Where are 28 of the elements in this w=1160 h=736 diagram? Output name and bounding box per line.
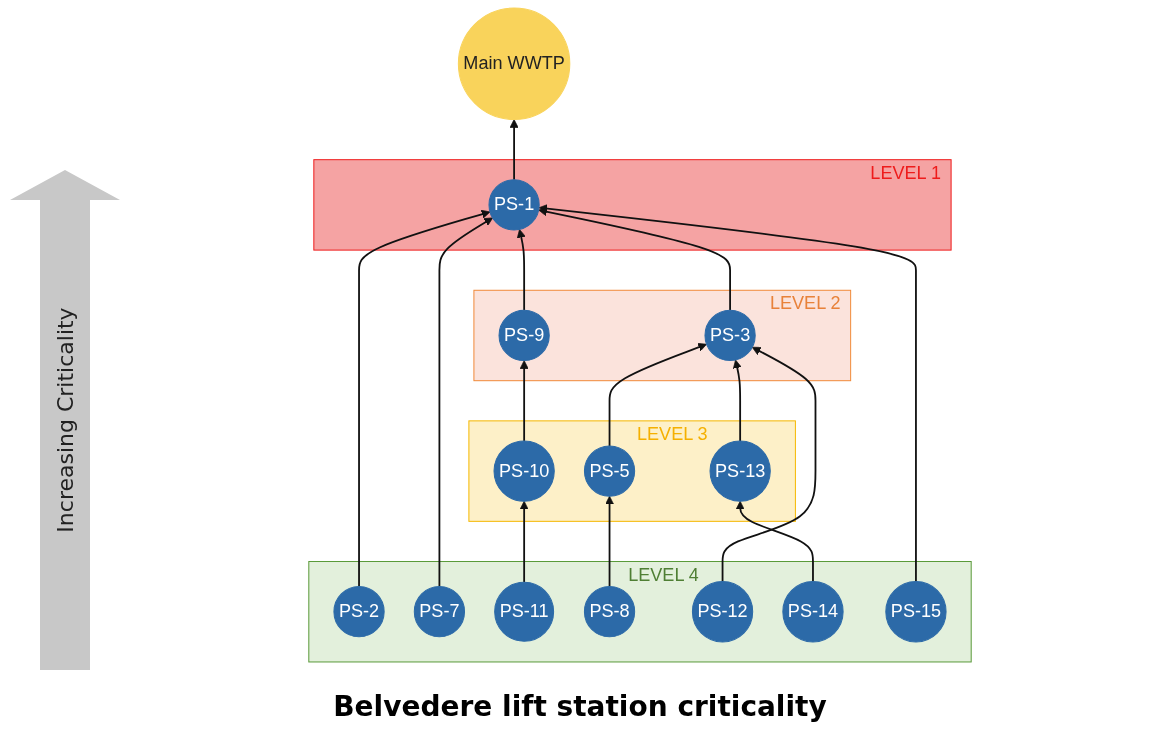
- node-circle: Main WWTP: [457, 7, 571, 120]
- arrow: [735, 500, 814, 583]
- arrow: [732, 359, 742, 442]
- arrow: [538, 207, 731, 312]
- arrow: [438, 217, 493, 588]
- node-circle: PS-14: [782, 581, 844, 643]
- arrow: [509, 119, 519, 181]
- node-circle: PS-8: [583, 586, 636, 638]
- node-circle: PS-5: [583, 445, 636, 497]
- node-circle: PS-9: [498, 309, 550, 362]
- arrow: [538, 204, 917, 583]
- node-circle: PS-1: [488, 179, 540, 231]
- arrow: [721, 346, 817, 583]
- caption: Belvedere lift station criticality: [332, 690, 828, 723]
- node-circle: PS-12: [691, 581, 754, 643]
- node-circle: PS-10: [493, 440, 555, 502]
- arrow: [605, 495, 614, 588]
- node-circle: PS-11: [494, 581, 555, 642]
- node-circle: PS-15: [885, 581, 947, 643]
- arrow: [519, 360, 529, 442]
- node-circle: PS-2: [333, 586, 385, 638]
- axis-label: Increasing Criticality: [52, 307, 78, 533]
- arrow: [516, 229, 526, 312]
- node-circle: PS-7: [413, 586, 466, 638]
- node-circle: PS-3: [704, 309, 756, 362]
- arrow: [358, 209, 491, 588]
- node-circle: PS-13: [709, 440, 771, 502]
- arrow: [519, 500, 529, 584]
